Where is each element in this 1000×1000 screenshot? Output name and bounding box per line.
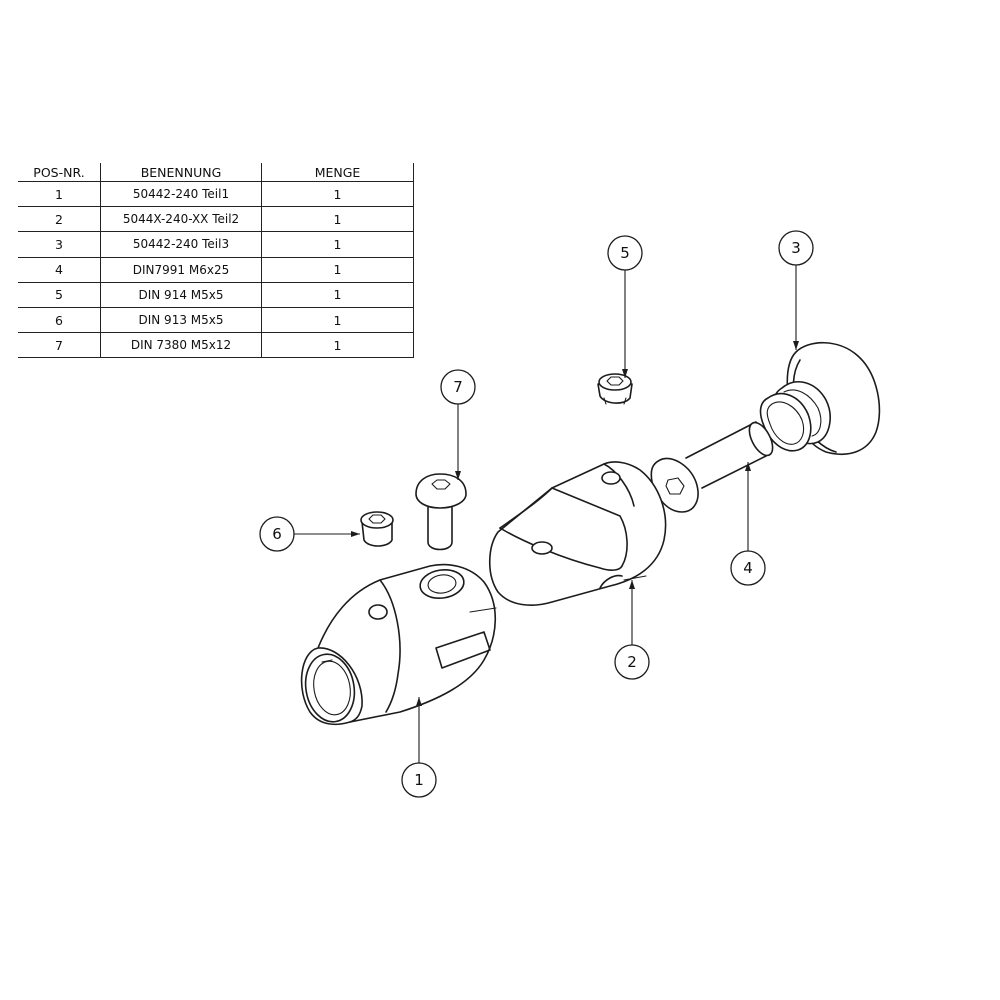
row-pos: 1 [18,181,101,208]
row-pos: 6 [18,307,101,334]
table-row: 6 DIN 913 M5x5 1 [18,307,414,334]
balloon-3: 3 [778,230,814,350]
part-5-set-screw [597,373,633,405]
balloon-label-4: 4 [743,559,753,577]
table-row: 1 50442-240 Teil1 1 [18,181,414,208]
row-name: DIN 914 M5x5 [100,282,262,308]
balloon-label-5: 5 [620,244,630,262]
parts-list-table: POS-NR. BENENNUNG MENGE 1 50442-240 Teil… [18,163,414,359]
table-row: 3 50442-240 Teil3 1 [18,231,414,258]
part-6-grub-screw [360,511,394,547]
part-3-end-cap [759,342,881,455]
row-pos: 7 [18,332,101,359]
row-qty: 1 [261,282,414,308]
row-name: DIN7991 M6x25 [100,257,262,283]
parts-list-header-row: POS-NR. BENENNUNG MENGE [18,163,414,182]
balloon-5: 5 [607,235,643,378]
row-pos: 4 [18,257,101,283]
row-qty: 1 [261,231,414,258]
header-pos-nr: POS-NR. [18,163,101,182]
row-name: 5044X-240-XX Teil2 [100,206,262,233]
balloon-label-7: 7 [453,378,463,396]
balloon-6: 6 [259,516,360,552]
balloon-4: 4 [730,462,766,586]
row-qty: 1 [261,257,414,283]
row-name: 50442-240 Teil1 [100,181,262,208]
row-name: 50442-240 Teil3 [100,231,262,258]
part-1-clamp-housing [300,563,497,726]
row-name: DIN 7380 M5x12 [100,332,262,359]
table-row: 7 DIN 7380 M5x12 1 [18,332,414,359]
balloon-7: 7 [440,369,476,480]
row-pos: 2 [18,206,101,233]
balloon-2: 2 [614,580,650,680]
row-qty: 1 [261,307,414,334]
balloon-label-1: 1 [414,771,424,789]
row-name: DIN 913 M5x5 [100,307,262,334]
row-pos: 5 [18,282,101,308]
balloon-label-3: 3 [791,239,801,257]
part-7-button-head-screw [415,473,467,551]
part-2-clevis-body [488,461,667,606]
table-row: 5 DIN 914 M5x5 1 [18,282,414,308]
balloon-1: 1 [401,697,437,798]
row-qty: 1 [261,206,414,233]
balloon-label-6: 6 [272,525,282,543]
part-4-countersunk-screw [650,421,774,513]
header-menge: MENGE [261,163,414,182]
balloon-label-2: 2 [627,653,637,671]
table-row: 4 DIN7991 M6x25 1 [18,257,414,283]
row-pos: 3 [18,231,101,258]
row-qty: 1 [261,332,414,359]
header-benennung: BENENNUNG [100,163,262,182]
row-qty: 1 [261,181,414,208]
table-row: 2 5044X-240-XX Teil2 1 [18,206,414,233]
